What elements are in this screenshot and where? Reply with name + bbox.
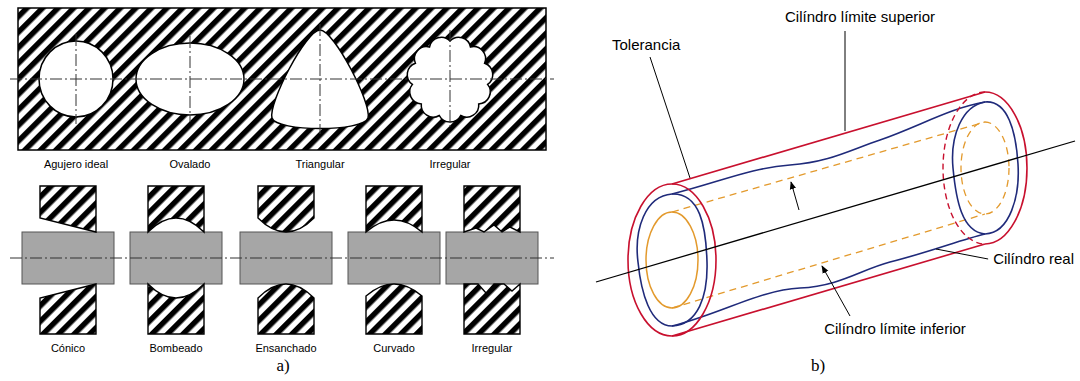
bushing-section xyxy=(148,284,204,334)
shaft-in-bushing xyxy=(240,186,332,334)
bushing-section xyxy=(366,284,422,334)
fit-label: Bombeado xyxy=(149,342,202,355)
bushing-section xyxy=(40,186,96,232)
bushing-section xyxy=(464,186,520,232)
leader-line xyxy=(650,57,690,178)
bushing-section xyxy=(258,284,314,334)
hole-label: Irregular xyxy=(430,158,471,171)
cylinder-figure xyxy=(596,31,1075,336)
fit-label: Cónico xyxy=(51,342,85,355)
leader-line xyxy=(845,31,846,131)
part-label: Cilíndro límite inferior xyxy=(824,320,966,337)
bushing-section xyxy=(258,186,314,232)
leader-arrow xyxy=(822,266,850,316)
cylinder-axis xyxy=(596,141,1075,282)
center-lines xyxy=(10,24,554,134)
inner-cylinder-edge xyxy=(672,214,985,308)
real-cylinder-edge xyxy=(672,102,985,194)
fit-label: Irregular xyxy=(472,342,513,355)
inner-cylinder-edge xyxy=(672,122,985,212)
part-label: Cilíndro real xyxy=(993,250,1074,267)
tolerance-arrow xyxy=(791,182,799,210)
bushing-section xyxy=(40,284,96,334)
center-line xyxy=(190,36,191,122)
part-label: Tolerancia xyxy=(612,36,680,53)
bushing-row xyxy=(22,186,538,334)
subfigure-label: a) xyxy=(276,356,289,376)
bushing-section xyxy=(464,284,520,334)
shaft-in-bushing xyxy=(22,186,114,334)
center-line xyxy=(10,258,554,259)
outer-cylinder-end xyxy=(985,92,1027,244)
leader-line xyxy=(936,249,988,259)
bushing-section xyxy=(366,186,422,232)
real-cylinder-edge xyxy=(672,234,985,326)
subfigure-label: b) xyxy=(811,356,825,376)
center-line xyxy=(450,30,451,128)
hole-label: Agujero ideal xyxy=(44,158,108,171)
fit-label: Ensanchado xyxy=(255,342,316,355)
center-line xyxy=(320,24,321,134)
bushing-section xyxy=(148,186,204,232)
outer-cylinder-edge xyxy=(672,92,985,184)
shaft-in-bushing xyxy=(348,186,440,334)
fit-label: Curvado xyxy=(373,342,415,355)
shaft-in-bushing xyxy=(446,186,538,334)
hole-label: Triangular xyxy=(295,158,344,171)
center-line xyxy=(10,79,554,80)
outer-cylinder-end-hidden xyxy=(943,92,985,244)
part-label: Cilíndro límite superior xyxy=(785,8,935,25)
shaft-in-bushing xyxy=(130,186,222,334)
hole-label: Ovalado xyxy=(170,158,211,171)
center-line xyxy=(76,34,77,124)
